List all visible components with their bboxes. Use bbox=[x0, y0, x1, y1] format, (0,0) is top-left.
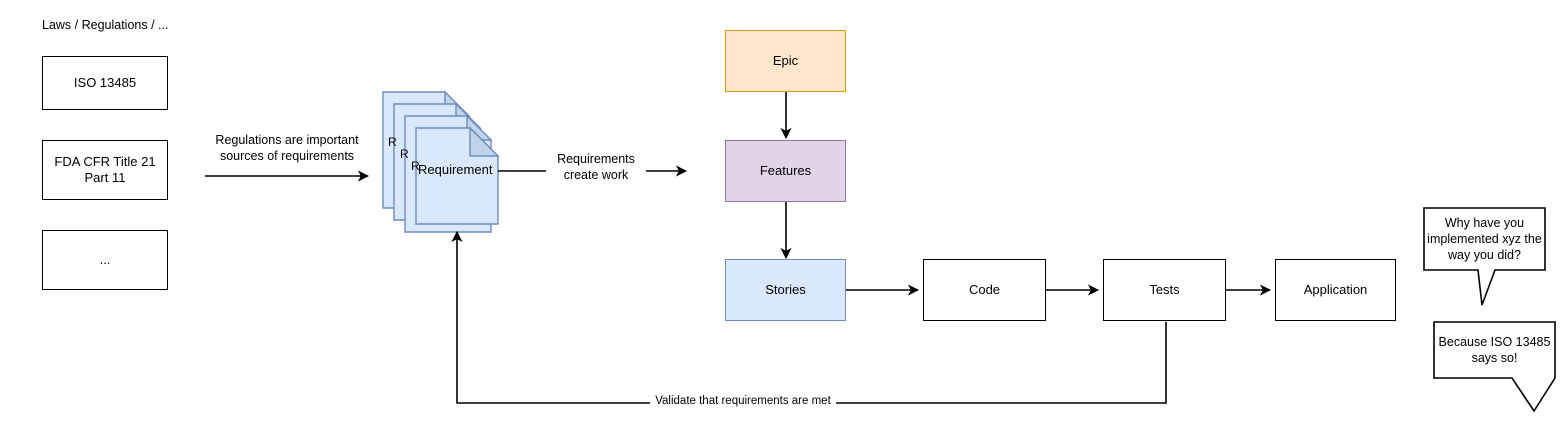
requirement-card-front-label[interactable]: Requirement bbox=[418, 162, 493, 177]
work-item-features[interactable]: Features bbox=[725, 140, 846, 202]
speech-bubble-question-shape bbox=[1423, 207, 1546, 306]
source-box-iso[interactable]: ISO 13485 bbox=[42, 56, 168, 110]
edge-label-validate-feedback: Validate that requirements are met bbox=[650, 394, 836, 409]
source-box-fda[interactable]: FDA CFR Title 21 Part 11 bbox=[42, 140, 168, 200]
edge-label-requirements-create-work: Requirements create work bbox=[546, 152, 646, 184]
edge-label-regulations-to-requirements: Regulations are important sources of req… bbox=[205, 133, 369, 165]
pipeline-box-application[interactable]: Application bbox=[1275, 259, 1396, 321]
pipeline-box-tests[interactable]: Tests bbox=[1103, 259, 1226, 321]
requirement-stack-shapes bbox=[382, 90, 500, 233]
requirement-card-back-label-1: R bbox=[411, 159, 420, 173]
pipeline-box-code[interactable]: Code bbox=[923, 259, 1046, 321]
requirement-card-back-label-2: R bbox=[400, 147, 409, 161]
laws-regulations-title: Laws / Regulations / ... bbox=[42, 18, 169, 32]
work-item-epic[interactable]: Epic bbox=[725, 30, 846, 92]
requirement-card-front bbox=[415, 126, 500, 225]
requirement-card-back-label-3: R bbox=[388, 135, 397, 149]
source-box-ellipsis[interactable]: ... bbox=[42, 230, 168, 290]
speech-bubble-answer-shape bbox=[1433, 321, 1556, 413]
work-item-stories[interactable]: Stories bbox=[725, 259, 846, 321]
